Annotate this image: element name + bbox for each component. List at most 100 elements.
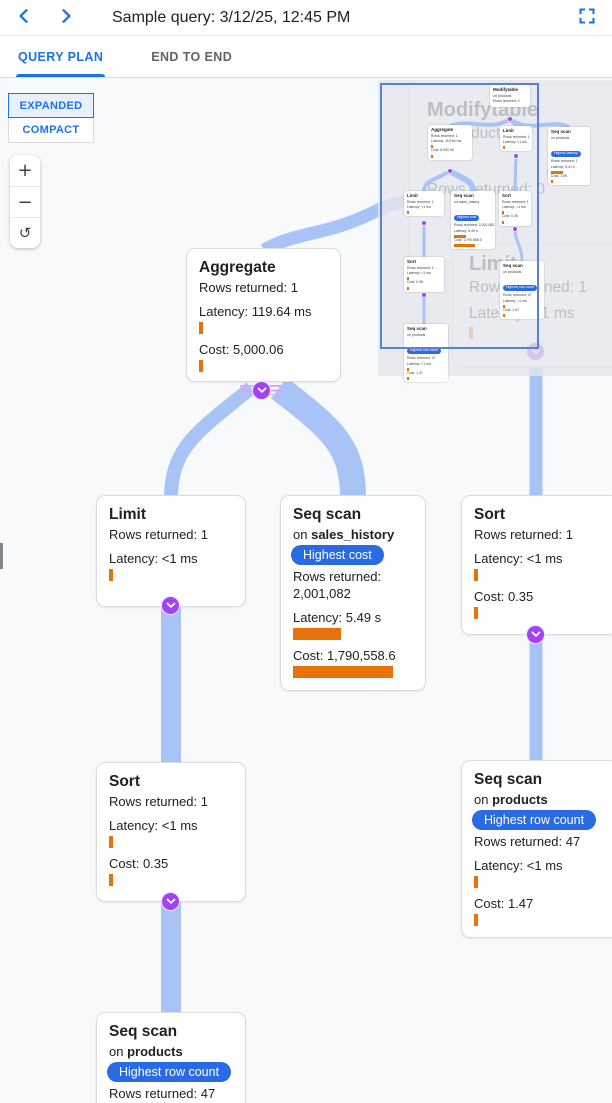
cost-bar xyxy=(503,314,505,318)
expanded-button[interactable]: EXPANDED xyxy=(8,93,94,118)
node-rows-returned: Rows returned: 1 xyxy=(109,527,208,542)
latency-bar xyxy=(293,628,341,640)
cost-bar xyxy=(109,874,113,886)
node-cost: Cost: 0.35 xyxy=(474,589,534,604)
latency-bar xyxy=(431,145,433,149)
previous-sample-button[interactable] xyxy=(6,1,42,35)
node-cost: Cost: 1,790,558.6 xyxy=(293,648,396,663)
minimap-node-seq-scan-products-2: Seq scan on products Highest row count R… xyxy=(404,324,448,383)
top-bar: Sample query: 3/12/25, 12:45 PM xyxy=(0,0,612,36)
cost-bar xyxy=(431,154,433,158)
node-rows-returned: Rows returned: 1 xyxy=(199,280,298,295)
node-cost: Cost: 0.35 xyxy=(109,856,169,871)
page-title: Sample query: 3/12/25, 12:45 PM xyxy=(112,8,351,26)
node-title: Seq scan xyxy=(474,771,543,788)
latency-bar xyxy=(503,146,505,150)
latency-bar xyxy=(474,876,478,888)
latency-bar xyxy=(407,211,409,215)
badge-highest-row-count: Highest row count xyxy=(107,1062,232,1082)
node-rows-returned: Rows returned: 1 xyxy=(109,794,208,809)
plan-node-limit[interactable]: Limit Rows returned: 1 Latency: <1 ms xyxy=(96,495,246,607)
next-sample-button[interactable] xyxy=(48,1,84,35)
minimap-node-seq-scan-products-latency: Seq scan on products Highest latency Row… xyxy=(548,127,590,186)
compact-button[interactable]: COMPACT xyxy=(8,118,94,143)
minimap-node-sort: Sort Rows returned: 1 Latency: <1 ms Cos… xyxy=(499,191,531,226)
tab-end-to-end-label: END TO END xyxy=(151,49,233,64)
badge-highest-row-count: Highest row count xyxy=(503,285,538,291)
minimap-node-seq-scan-products: Seq scan on products Highest row count R… xyxy=(500,261,544,320)
active-tab-indicator xyxy=(16,74,106,77)
cost-bar xyxy=(502,220,504,224)
plan-node-seq-scan-products-bottom[interactable]: Seq scan on products Highest row count R… xyxy=(96,1012,246,1103)
latency-bar xyxy=(109,569,113,581)
cost-bar xyxy=(454,244,475,248)
cost-bar xyxy=(407,377,409,381)
node-latency: Latency: <1 ms xyxy=(109,551,198,566)
latency-bar xyxy=(199,322,203,334)
latency-bar xyxy=(407,277,409,281)
collapse-chevron-button[interactable] xyxy=(161,892,180,911)
node-title: Sort xyxy=(474,506,505,523)
node-rows-returned: Rows returned: 47 xyxy=(474,834,581,849)
chevron-down-icon xyxy=(257,387,266,393)
node-latency: Latency: 5.49 s xyxy=(293,610,382,625)
node-rows-returned: Rows returned: 1 xyxy=(474,527,573,542)
reset-view-button[interactable]: ↺ xyxy=(10,217,40,248)
minimap-node-modifytable: Modifytable on products Rows returned: 0 xyxy=(490,85,530,107)
tab-query-plan[interactable]: QUERY PLAN xyxy=(16,36,106,77)
minimap-viewport[interactable] xyxy=(380,83,539,349)
minimap-node-limit: Limit Rows returned: 1 Latency: <1 ms xyxy=(500,126,532,152)
plus-icon: + xyxy=(17,160,33,181)
zoom-in-button[interactable]: + xyxy=(10,155,40,186)
node-latency: Latency: <1 ms xyxy=(109,818,198,833)
chevron-down-icon xyxy=(166,898,175,904)
tab-end-to-end[interactable]: END TO END xyxy=(149,36,234,77)
badge-highest-cost: Highest cost xyxy=(454,215,480,221)
plan-node-seq-scan-products-right[interactable]: Seq scan on products Highest row count R… xyxy=(461,760,612,938)
layout-toggle: EXPANDED COMPACT xyxy=(8,93,94,143)
plan-canvas[interactable]: Modifytable on products Rows returned: 0… xyxy=(0,78,612,1103)
latency-bar xyxy=(502,211,504,215)
node-title: Seq scan xyxy=(293,506,362,523)
minimap[interactable]: Modifytable on products Rows returned: 0… xyxy=(378,80,612,383)
node-latency: Latency: 119.64 ms xyxy=(199,304,312,319)
cost-bar xyxy=(474,607,478,619)
minus-icon: − xyxy=(17,191,33,213)
badge-highest-latency: Highest latency xyxy=(551,151,581,157)
zoom-out-button[interactable]: − xyxy=(10,186,40,217)
node-cost: Cost: 1.47 xyxy=(474,896,534,911)
cost-bar xyxy=(474,914,478,926)
tab-bar: QUERY PLAN END TO END xyxy=(0,36,612,78)
chevron-left-icon xyxy=(15,7,33,28)
fullscreen-button[interactable] xyxy=(570,1,604,35)
chevron-down-icon xyxy=(166,602,175,608)
scrollbar-handle[interactable] xyxy=(0,543,3,569)
badge-highest-row-count: Highest row count xyxy=(407,348,442,354)
collapse-chevron-button[interactable] xyxy=(252,381,271,400)
chevron-right-icon xyxy=(57,7,75,28)
node-latency: Latency: <1 ms xyxy=(474,858,563,873)
plan-node-seq-scan-sales-history[interactable]: Seq scan on sales_history Highest cost R… xyxy=(280,495,426,691)
collapse-chevron-button[interactable] xyxy=(161,596,180,615)
cost-bar xyxy=(293,666,393,678)
latency-bar xyxy=(454,235,466,239)
node-title: Sort xyxy=(109,773,140,790)
plan-node-sort-right[interactable]: Sort Rows returned: 1 Latency: <1 ms Cos… xyxy=(461,495,612,635)
node-rows-returned: Rows returned: 47 xyxy=(109,1086,216,1101)
badge-highest-cost: Highest cost xyxy=(291,545,384,565)
badge-highest-row-count: Highest row count xyxy=(472,810,597,830)
reset-rotate-icon: ↺ xyxy=(18,224,32,242)
plan-node-aggregate[interactable]: Aggregate Rows returned: 1 Latency: 119.… xyxy=(186,248,341,382)
plan-node-sort-left[interactable]: Sort Rows returned: 1 Latency: <1 ms Cos… xyxy=(96,762,246,902)
minimap-node-limit-2: Limit Rows returned: 1 Latency: <1 ms xyxy=(404,191,444,217)
fullscreen-icon xyxy=(578,7,596,28)
collapse-chevron-button[interactable] xyxy=(526,625,545,644)
tab-query-plan-label: QUERY PLAN xyxy=(18,49,104,64)
node-rows-returned: Rows returned: 2,001,082 xyxy=(293,569,382,601)
latency-bar xyxy=(503,305,505,309)
node-latency: Latency: <1 ms xyxy=(474,551,563,566)
chevron-down-icon xyxy=(531,631,540,637)
node-table: on products xyxy=(109,1044,183,1059)
minimap-node-sort-2: Sort Rows returned: 1 Latency: <1 ms Cos… xyxy=(404,257,444,292)
